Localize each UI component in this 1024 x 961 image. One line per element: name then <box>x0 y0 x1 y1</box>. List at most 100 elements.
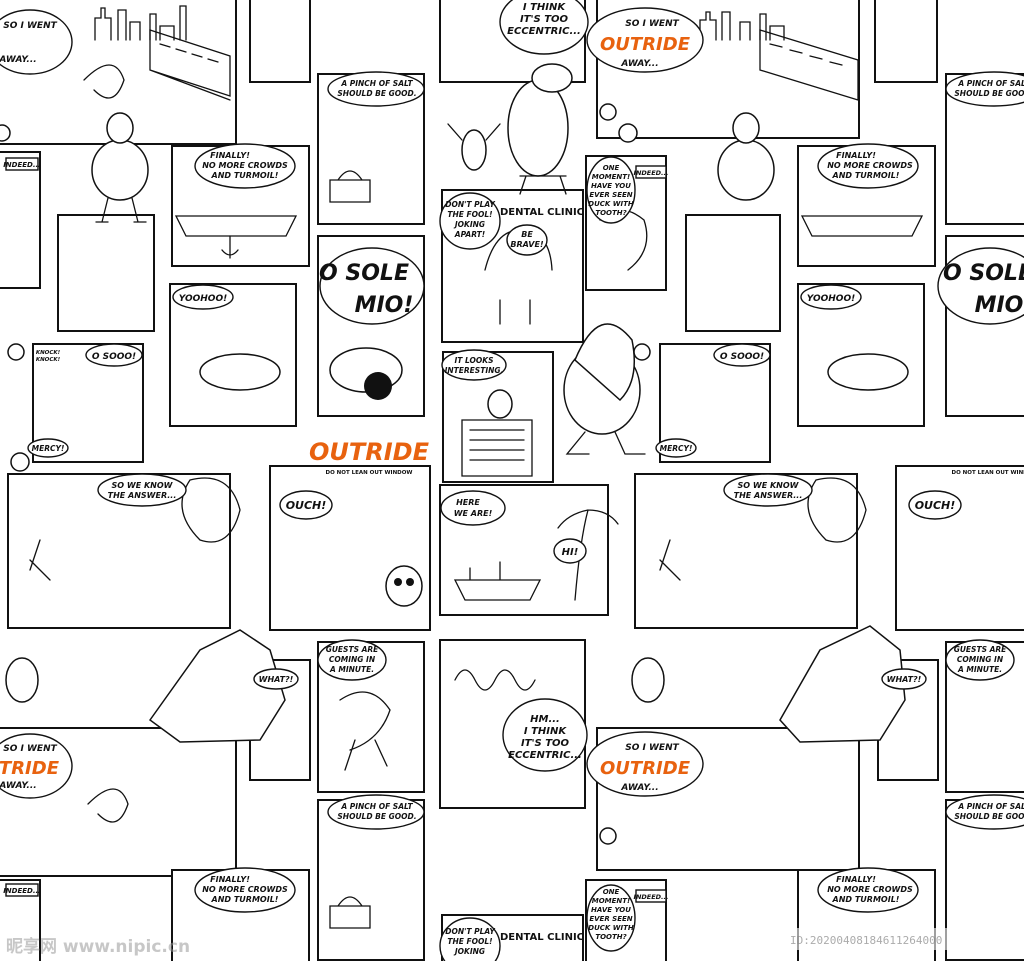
brand-wordmark: OUTRIDE <box>309 438 430 466</box>
duck-runner <box>339 691 391 771</box>
duck-arms-up <box>447 123 501 141</box>
caption-line: A PINCH OF SALT <box>957 79 1024 88</box>
caption-line: SHOULD BE GOOD. <box>954 89 1024 98</box>
speech-bubble <box>279 490 333 520</box>
speech-bubble <box>5 883 39 897</box>
brand-wordmark: OUTRIDE <box>600 758 691 779</box>
boat-hull <box>174 215 298 237</box>
caption-line: DON'T PLAY <box>445 927 496 936</box>
caption-line: HAVE YOU <box>591 182 631 190</box>
caption-line: GUESTS ARE <box>954 645 1007 654</box>
caption-line: THE ANSWER... <box>108 491 177 500</box>
caption-line: EVER SEEN <box>589 191 632 199</box>
caption-line: ECCENTRIC... <box>507 26 581 37</box>
caption-line: O SOOO! <box>92 352 136 362</box>
dental-clinic-sign: DENTAL CLINIC <box>500 932 584 943</box>
window-sign: DO NOT LEAN OUT WINDOW <box>326 470 413 476</box>
city-skyline <box>94 5 187 41</box>
duck-body <box>507 79 569 177</box>
caption-line: SO I WENT <box>625 743 679 753</box>
caption-line: WHAT?! <box>259 675 294 684</box>
caption-line: COMING IN <box>329 655 376 664</box>
caption-line: KNOCK! <box>36 350 61 356</box>
duck-body <box>631 657 665 703</box>
duck-on-phone <box>181 477 241 543</box>
panel-top-right-strip <box>874 0 938 83</box>
duck-head <box>732 112 760 144</box>
caption-line: HM... <box>530 714 560 725</box>
panel-ouch-right <box>895 465 1024 631</box>
bomb <box>599 827 617 845</box>
speech-bubble <box>440 490 506 526</box>
sparkle-strokes <box>29 539 681 581</box>
speech-bubble <box>635 889 667 903</box>
caption-line: GUESTS ARE <box>326 645 379 654</box>
caption-line: AWAY... <box>0 55 37 65</box>
caption-line: WE ARE! <box>454 509 493 518</box>
caption-line: INDEED... <box>3 161 41 169</box>
swirl-lines <box>83 64 125 99</box>
speech-bubble <box>586 7 704 73</box>
caption-line: APART! <box>454 230 485 239</box>
caption-line: A MINUTE. <box>957 665 1002 674</box>
watermark-site: 昵享网 www.nipic.cn <box>6 936 190 957</box>
speech-bubble <box>945 639 1015 681</box>
caption-line: SO WE KNOW <box>112 481 174 490</box>
duck-legs <box>95 197 147 223</box>
speech-bubble <box>945 794 1024 830</box>
train <box>149 29 231 101</box>
duck-body <box>91 139 149 201</box>
caption-line: ONE <box>603 888 620 896</box>
bomb <box>599 103 617 121</box>
speech-bubble <box>506 224 548 256</box>
swirl-lines <box>87 788 129 823</box>
speech-bubble <box>499 0 589 55</box>
speech-bubble <box>253 668 299 690</box>
speech-bubble <box>327 71 425 107</box>
panel-left-indeed <box>0 151 41 289</box>
caption-line: FINALLY! <box>210 151 250 160</box>
caption-line: MOMENT! <box>592 897 631 905</box>
boat-hull-right <box>800 215 924 237</box>
caption-line: FINALLY! <box>210 875 250 884</box>
speech-bubble <box>937 247 1024 325</box>
caption-line: IT'S TOO <box>521 738 570 749</box>
speech-bubble <box>502 698 588 772</box>
caption-line: SHOULD BE GOOD. <box>337 89 416 98</box>
speech-bubble <box>945 71 1024 107</box>
caption-line: AWAY... <box>620 59 658 69</box>
speech-bubble <box>713 343 771 367</box>
caption-line: INTERESTING. <box>445 366 504 375</box>
caption-line: IT LOOKS <box>455 356 494 365</box>
panel-question-duck-right <box>685 214 781 332</box>
caption-line: ONE <box>603 164 620 172</box>
caption-line: FINALLY! <box>836 875 876 884</box>
caption-line: MOMENT! <box>592 173 631 181</box>
caption-line: ECCENTRIC... <box>508 750 582 761</box>
duck-body <box>717 139 775 201</box>
speech-bubble <box>817 143 919 189</box>
speech-bubble <box>817 867 919 913</box>
caption-line: KNOCK! <box>36 357 61 363</box>
caption-line: YOOHOO! <box>807 294 855 304</box>
caption-line: SHOULD BE GOOD. <box>954 812 1024 821</box>
caption-line: AND TURMOIL! <box>211 895 279 904</box>
watermark-id-backdrop <box>786 928 1022 950</box>
duck-on-phone-right <box>807 477 867 543</box>
speech-bubble <box>881 668 927 690</box>
speech-bubble <box>194 143 296 189</box>
duck-doodles <box>0 5 924 929</box>
duck-body <box>5 657 39 703</box>
panel-question-duck <box>57 214 155 332</box>
caption-line: JOKING <box>453 220 485 229</box>
speech-bubble <box>0 733 73 799</box>
speech-bubble <box>800 284 862 310</box>
speech-bubble <box>441 349 507 381</box>
speech-bubble <box>553 538 587 564</box>
cook-pot <box>329 170 371 203</box>
speech-bubble <box>85 343 143 367</box>
window-sign: DO NOT LEAN OUT WINDOW <box>952 470 1024 476</box>
caption-line: TOOTH? <box>595 933 626 941</box>
caption-line: THE FOOL! <box>447 210 492 219</box>
